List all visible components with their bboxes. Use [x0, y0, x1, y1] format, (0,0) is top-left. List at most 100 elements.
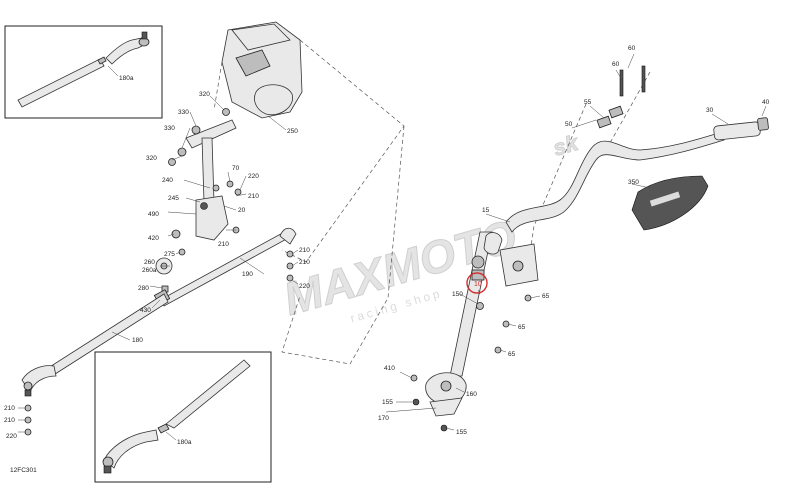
- label-65c: 65: [508, 351, 516, 358]
- label-320b: 320: [146, 155, 157, 162]
- dashed-outline-lower: [281, 125, 405, 365]
- label-220c: 220: [6, 433, 17, 440]
- label-280: 280: [138, 285, 149, 292]
- ps-unit-motor: [254, 84, 294, 116]
- ps-unit-top: [231, 23, 291, 51]
- label-10-highlighted: 10: [474, 281, 482, 288]
- label-40: 40: [762, 99, 770, 106]
- steering-assembly: 250: [4, 21, 405, 440]
- inset-tie-rod-shaft: [165, 359, 251, 429]
- bolt-65c: [494, 346, 502, 354]
- steering-column: [201, 137, 215, 203]
- handlebar-grip: [713, 121, 761, 141]
- handlebar-pad-350: [631, 175, 709, 231]
- label-190: 190: [242, 271, 253, 278]
- inset-tie-rod-end-stud: [103, 465, 112, 474]
- diagram-code: 12FC301: [10, 467, 37, 474]
- tie-rod-end-left-ball: [23, 381, 33, 391]
- label-210e: 210: [4, 405, 15, 412]
- tie-rod-end-right: [279, 227, 297, 245]
- label-330b: 330: [164, 125, 175, 132]
- nut-330a: [191, 125, 201, 135]
- label-30: 30: [706, 107, 714, 114]
- ps-unit-block: [235, 49, 271, 77]
- riser-clamp-b: [608, 105, 624, 119]
- nut-155a: [412, 398, 420, 406]
- top-inset: 180a: [4, 25, 163, 119]
- label-490: 490: [148, 211, 159, 218]
- label-245: 245: [168, 195, 179, 202]
- inset-tie-rod-end-ball: [102, 456, 114, 468]
- nut-240: [212, 184, 220, 192]
- bolt-410: [410, 374, 418, 382]
- label-50: 50: [565, 121, 573, 128]
- steering-column-right: [449, 231, 493, 377]
- bottom-inset-frame: [94, 351, 272, 483]
- tie-rod-end-left-stud: [24, 389, 32, 397]
- label-430: 430: [140, 307, 151, 314]
- lower-plate-170: [429, 397, 463, 417]
- label-155b: 155: [456, 429, 467, 436]
- label-150: 150: [452, 291, 463, 298]
- lower-bearing-core: [440, 380, 452, 392]
- inset-tie-rod-end: [103, 429, 159, 469]
- label-60b: 60: [612, 61, 620, 68]
- label-60a: 60: [628, 45, 636, 52]
- label-240: 240: [162, 177, 173, 184]
- label-180a-bottom: 180a: [177, 439, 192, 446]
- bolt-275: [178, 248, 186, 256]
- washer-220-r: [286, 274, 294, 282]
- label-220b: 220: [299, 283, 310, 290]
- label-320a: 320: [199, 91, 210, 98]
- dashed-outline-left: [213, 61, 223, 111]
- label-180: 180: [132, 337, 143, 344]
- nut-210-r2: [286, 262, 294, 270]
- label-210f: 210: [4, 417, 15, 424]
- tie-rod-nut: [97, 56, 107, 65]
- watermark: MAXMOTO sk racing shop: [277, 129, 583, 326]
- column-bushing: [471, 255, 485, 269]
- nut-320a: [222, 108, 230, 116]
- label-260: 260: [144, 259, 155, 266]
- inset-tie-rod-nut: [157, 423, 170, 434]
- label-250: 250: [287, 128, 298, 135]
- bottom-inset: 180a: [94, 351, 272, 483]
- watermark-suffix: sk: [550, 130, 582, 161]
- label-275: 275: [164, 251, 175, 258]
- bar-end-plug: [757, 117, 769, 131]
- dashed-outline-upper: [281, 39, 405, 263]
- column-top: [483, 232, 503, 255]
- label-65a: 65: [542, 293, 550, 300]
- tie-rod-end-stud: [141, 31, 148, 40]
- handlebar-assembly: 60 60 55 50 30 40 350 15 10 150 65 65 65…: [378, 45, 770, 436]
- bolt-60b: [641, 65, 646, 93]
- label-220: 220: [248, 173, 259, 180]
- label-65b: 65: [518, 324, 526, 331]
- label-210b: 210: [218, 241, 229, 248]
- label-180a-top: 180a: [119, 75, 134, 82]
- mount-bracket: [185, 119, 237, 149]
- pitman-arm: [195, 195, 229, 241]
- label-210c: 210: [299, 247, 310, 254]
- label-410: 410: [384, 365, 395, 372]
- label-20: 20: [238, 207, 246, 214]
- label-160: 160: [466, 391, 477, 398]
- label-260a: 260a: [142, 267, 157, 274]
- seal-420: [171, 229, 181, 239]
- label-55: 55: [584, 99, 592, 106]
- label-210d: 210: [299, 259, 310, 266]
- label-155a: 155: [382, 399, 393, 406]
- pad-350-logo: [649, 191, 681, 207]
- label-420: 420: [148, 235, 159, 242]
- riser-clamp-a: [596, 115, 612, 129]
- bolt-60a: [619, 69, 624, 97]
- nut-320b: [168, 158, 176, 166]
- label-210a: 210: [248, 193, 259, 200]
- label-170: 170: [378, 415, 389, 422]
- label-70: 70: [232, 165, 240, 172]
- nut-330b: [177, 147, 187, 157]
- tie-rod-shaft: [17, 58, 105, 108]
- column-bracket-hole: [512, 260, 524, 272]
- top-inset-frame: [4, 25, 163, 119]
